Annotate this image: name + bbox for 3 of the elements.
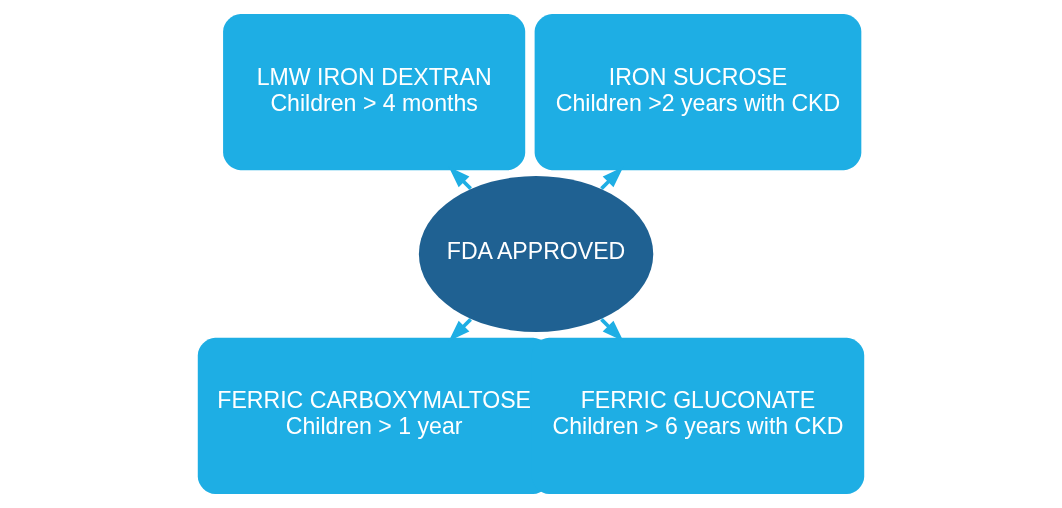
node-box: LMW IRON DEXTRAN Children > 4 months [223, 14, 526, 171]
node-ellipse: FDA APPROVED [418, 175, 654, 333]
node-box: IRON SUCROSE Children >2 years with CKD [534, 14, 862, 171]
